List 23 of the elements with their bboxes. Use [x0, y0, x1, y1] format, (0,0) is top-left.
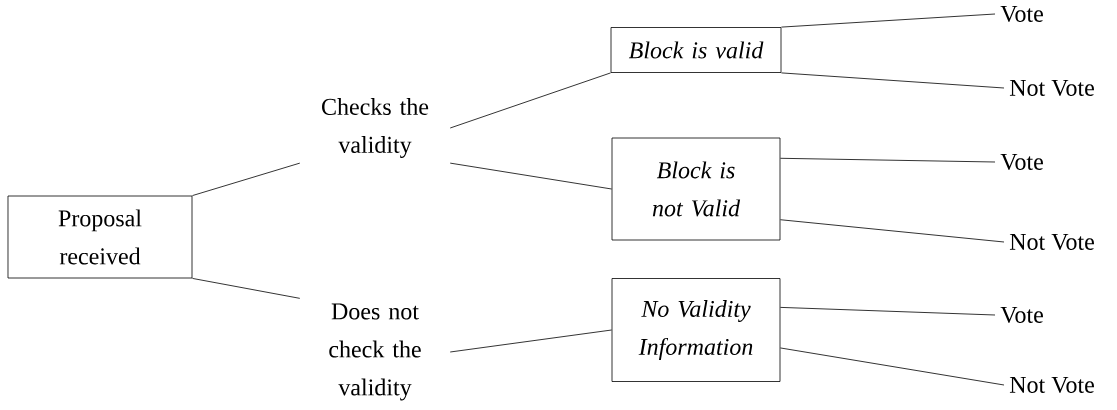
connector-line: [780, 307, 996, 316]
result-box: Block is valid: [610, 27, 782, 73]
connector-line: [780, 347, 1005, 386]
branch-text: Does not check the validity: [329, 303, 421, 401]
connector-line: [192, 278, 301, 299]
outcome-text: Not Vote: [1009, 376, 1094, 394]
outcome-text: Vote: [1000, 306, 1043, 324]
result-box: No Validity Information: [611, 278, 781, 382]
outcome-text: Not Vote: [1009, 233, 1094, 251]
branch-text: Checks the validity: [322, 98, 429, 158]
result-box: Block is not Valid: [611, 137, 781, 241]
process-box: Proposal received: [7, 195, 193, 279]
outcome-text: Not Vote: [1009, 79, 1094, 97]
connector-line: [781, 13, 996, 28]
outcome-text: Vote: [1000, 5, 1043, 23]
connector-line: [449, 329, 612, 353]
connector-line: [780, 157, 996, 163]
connector-line: [781, 72, 1005, 89]
connector-line: [780, 219, 1005, 243]
connector-line: [449, 72, 611, 129]
connector-line: [449, 162, 612, 190]
outcome-text: Vote: [1000, 153, 1043, 171]
connector-line: [192, 162, 301, 196]
